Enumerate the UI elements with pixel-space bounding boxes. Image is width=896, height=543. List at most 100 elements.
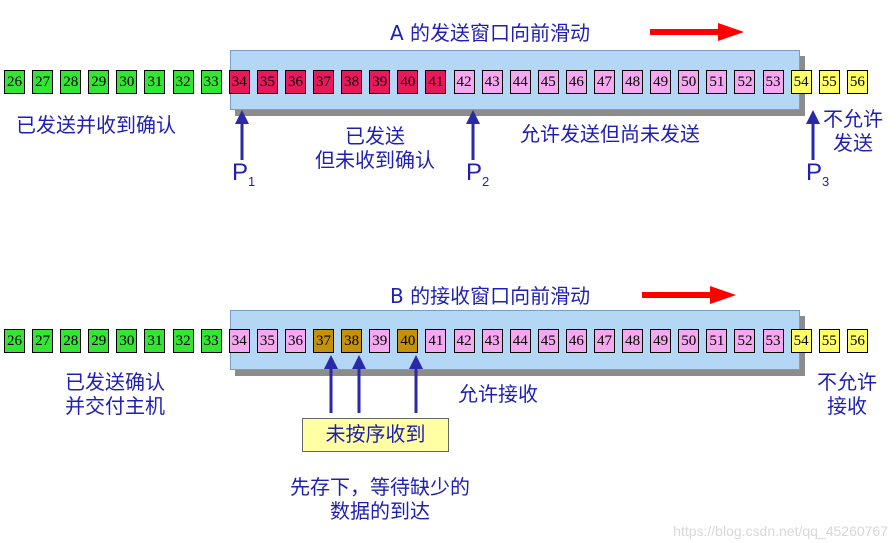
allowed-send-label: 允许发送但尚未发送 (520, 122, 700, 146)
seq-cell-41: 41 (425, 329, 447, 353)
not-allowed-receive-label: 不允许 接收 (806, 370, 888, 418)
acked-delivered-line2: 并交付主机 (65, 394, 165, 418)
seq-cell-47: 47 (593, 70, 615, 94)
p2-letter: P (466, 159, 483, 186)
seq-cell-52: 52 (734, 70, 756, 94)
buffer-note-line2: 数据的到达 (330, 499, 430, 523)
slide-right-arrow (650, 23, 744, 41)
p2-subscript: 2 (482, 173, 490, 189)
sent-unacked-label: 已发送 但未收到确认 (290, 124, 460, 172)
seq-cell-32: 32 (172, 329, 194, 353)
seq-cell-49: 49 (650, 329, 672, 353)
acked-delivered-label: 已发送确认 并交付主机 (40, 370, 190, 418)
p2-arrow (466, 110, 480, 160)
seq-cell-30: 30 (116, 70, 138, 94)
seq-cell-35: 35 (256, 70, 278, 94)
seq-cell-51: 51 (706, 70, 728, 94)
arrow-38 (352, 355, 366, 413)
seq-cell-26: 26 (4, 329, 25, 353)
seq-cell-33: 33 (200, 70, 222, 94)
seq-cell-56: 56 (846, 70, 868, 94)
seq-cell-31: 31 (144, 329, 166, 353)
seq-cell-42: 42 (453, 70, 475, 94)
seq-cell-44: 44 (509, 329, 531, 353)
sent-unacked-label-line2: 但未收到确认 (315, 148, 435, 172)
p3-letter: P (806, 159, 823, 186)
seq-cell-51: 51 (706, 329, 728, 353)
watermark: https://blog.csdn.net/qq_45260767 (673, 523, 888, 539)
p2-label: P2 (466, 160, 489, 195)
seq-cell-38: 38 (341, 329, 363, 353)
seq-cell-28: 28 (60, 329, 82, 353)
seq-cell-39: 39 (369, 329, 391, 353)
not-allowed-receive-line1: 不允许 (817, 370, 877, 394)
seq-cell-26: 26 (4, 70, 25, 94)
seq-cell-34: 34 (228, 329, 250, 353)
seq-cell-43: 43 (481, 70, 503, 94)
seq-cell-41: 41 (425, 70, 447, 94)
seq-cell-52: 52 (734, 329, 756, 353)
acked-delivered-line1: 已发送确认 (65, 370, 165, 394)
not-allowed-send-line2: 发送 (833, 131, 873, 155)
not-allowed-send-line1: 不允许 (823, 107, 883, 131)
seq-cell-47: 47 (593, 329, 615, 353)
seq-cell-37: 37 (313, 70, 335, 94)
seq-cell-45: 45 (537, 329, 559, 353)
seq-cell-45: 45 (537, 70, 559, 94)
seq-cell-29: 29 (88, 329, 110, 353)
seq-cell-50: 50 (678, 70, 700, 94)
seq-cell-31: 31 (144, 70, 166, 94)
seq-cell-27: 27 (32, 329, 54, 353)
sent-unacked-label-line1: 已发送 (345, 124, 405, 148)
seq-cell-42: 42 (453, 329, 475, 353)
slide-right-arrow-bottom (642, 286, 736, 304)
acked-label: 已发送并收到确认 (16, 113, 176, 137)
seq-cell-44: 44 (509, 70, 531, 94)
seq-cell-53: 53 (762, 70, 784, 94)
seq-cell-55: 55 (818, 70, 840, 94)
seq-cell-56: 56 (846, 329, 868, 353)
seq-cell-49: 49 (650, 70, 672, 94)
seq-cell-28: 28 (60, 70, 82, 94)
p1-letter: P (232, 159, 249, 186)
seq-cell-48: 48 (622, 329, 644, 353)
arrow-37 (324, 355, 338, 413)
seq-cell-40: 40 (397, 329, 419, 353)
buffer-note-line1: 先存下，等待缺少的 (290, 475, 470, 499)
seq-cell-54: 54 (790, 329, 812, 353)
allowed-receive-label: 允许接收 (458, 382, 538, 406)
seq-cell-36: 36 (284, 70, 306, 94)
seq-cell-35: 35 (256, 329, 278, 353)
p1-label: P1 (232, 160, 255, 195)
seq-cell-32: 32 (172, 70, 194, 94)
seq-cell-40: 40 (397, 70, 419, 94)
seq-cell-39: 39 (369, 70, 391, 94)
out-of-order-box: 未按序收到 (302, 418, 449, 452)
seq-cell-29: 29 (88, 70, 110, 94)
seq-cell-46: 46 (565, 70, 587, 94)
buffer-note: 先存下，等待缺少的 数据的到达 (240, 475, 520, 523)
seq-cell-46: 46 (565, 329, 587, 353)
seq-cell-34: 34 (228, 70, 250, 94)
receive-window-title: B 的接收窗口向前滑动 (390, 284, 591, 308)
seq-cell-36: 36 (284, 329, 306, 353)
seq-cell-33: 33 (200, 329, 222, 353)
seq-cell-54: 54 (790, 70, 812, 94)
seq-cell-50: 50 (678, 329, 700, 353)
seq-cell-43: 43 (481, 329, 503, 353)
seq-cell-37: 37 (313, 329, 335, 353)
p3-subscript: 3 (822, 173, 830, 189)
arrow-40 (409, 355, 423, 413)
seq-cell-53: 53 (762, 329, 784, 353)
p1-subscript: 1 (248, 173, 256, 189)
seq-cell-27: 27 (32, 70, 54, 94)
seq-cell-48: 48 (622, 70, 644, 94)
not-allowed-send-label: 不允许 发送 (812, 107, 894, 155)
p3-arrow (806, 110, 820, 160)
seq-cell-30: 30 (116, 329, 138, 353)
seq-cell-55: 55 (818, 329, 840, 353)
seq-cell-38: 38 (341, 70, 363, 94)
p1-arrow (235, 110, 249, 160)
